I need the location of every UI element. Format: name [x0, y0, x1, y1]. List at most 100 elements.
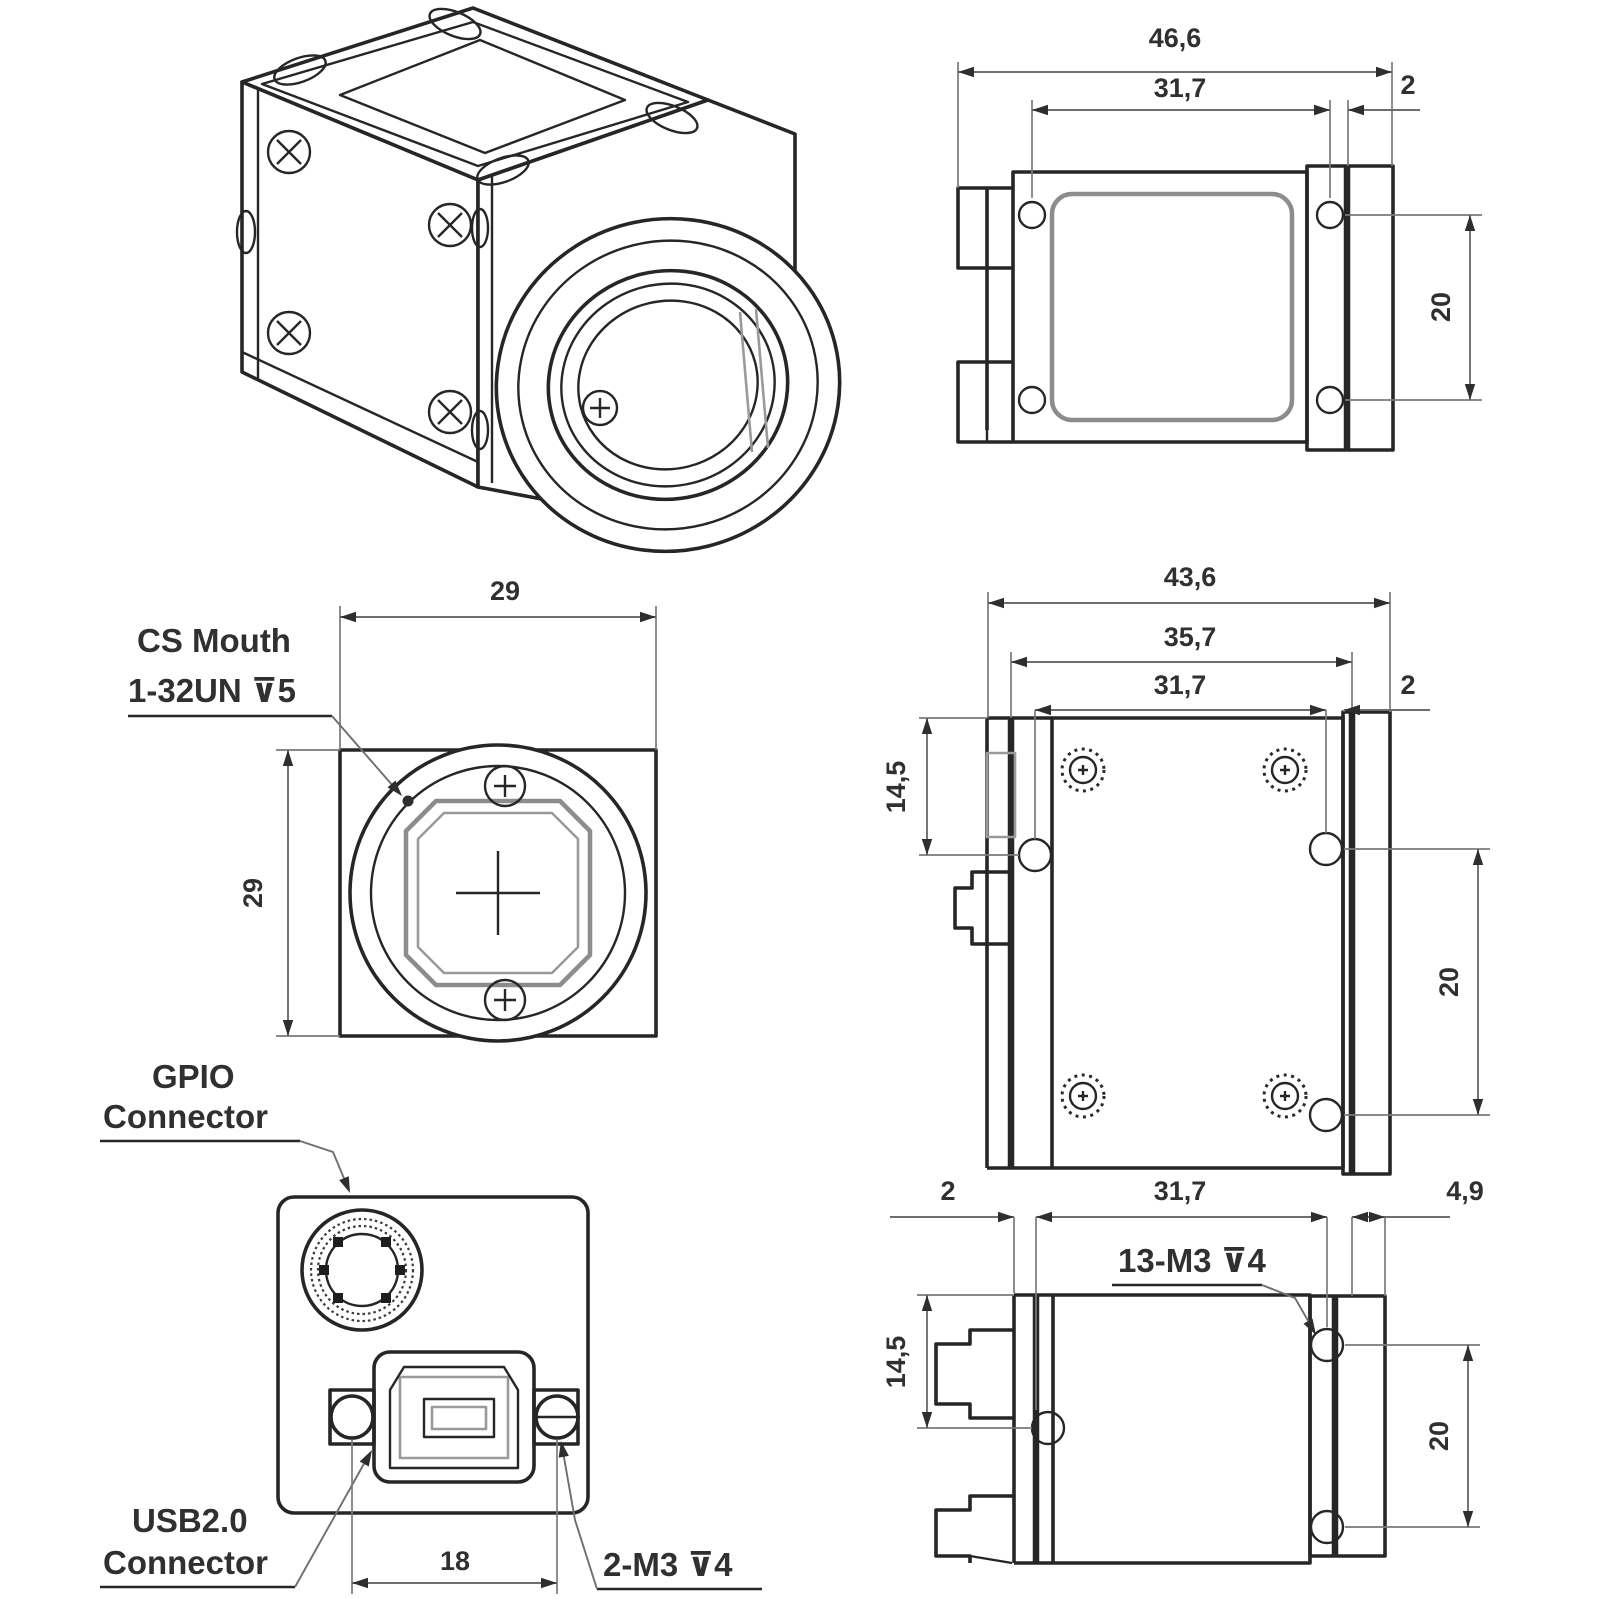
gpio-note: GPIO Connector: [100, 1058, 355, 1195]
usb-port-tongue-inner: [430, 1405, 488, 1431]
dim-label: 31,7: [1154, 670, 1207, 700]
phillips-screw: [427, 389, 473, 435]
dim-usb-screws: 18: [351, 1440, 558, 1594]
usb-label-line2: Connector: [103, 1544, 268, 1581]
dim-hole-top: 14,5: [881, 1294, 1032, 1429]
phillips-screw: [266, 310, 312, 356]
usb-port-outline: [388, 1365, 520, 1470]
dim-mid: 35,7: [1010, 622, 1353, 718]
dim-label: 14,5: [881, 1336, 911, 1389]
gpio-pin: [381, 1237, 391, 1247]
top-screw-pad: [645, 101, 699, 135]
rear-tab-upper: [956, 186, 1013, 270]
lens-opening-highlight: [738, 308, 770, 453]
mounting-hole: [1309, 1509, 1345, 1545]
top-screw-pad: [273, 54, 327, 86]
gpio-pin: [333, 1237, 343, 1247]
edge-screw: [470, 207, 490, 249]
mount-note-line2: 1-32UN ⊽5: [128, 672, 296, 709]
gpio-pin: [381, 1293, 391, 1303]
dim-hole-span: 31,7 2: [1031, 70, 1420, 198]
dim-label: 31,7: [1154, 73, 1207, 103]
mounting-hole: [1308, 1097, 1344, 1133]
top-screw-pad: [476, 154, 530, 186]
phillips-screw: [266, 129, 312, 175]
usb-port-inner-gray: [398, 1375, 510, 1460]
dim-label: 14,5: [881, 761, 911, 814]
connector-tab-upper: [934, 1328, 1014, 1420]
dim-height: 29: [238, 749, 340, 1037]
sensor-opening-inner: [416, 811, 580, 975]
lens-ring: [494, 216, 842, 554]
leader-line: [294, 1452, 371, 1588]
dim-overall-depth: 46,6: [957, 23, 1393, 188]
rear-side-view: 46,6 31,7 2 20: [956, 23, 1482, 452]
screw-note: 2-M3 ⊽4: [555, 1440, 762, 1591]
leader-line: [561, 1445, 598, 1590]
optical-center-cross: [456, 851, 540, 935]
body-outline: [276, 1195, 590, 1515]
front-flange: [1308, 1294, 1387, 1558]
gpio-pin: [333, 1293, 343, 1303]
rear-tab-lower: [956, 360, 1013, 444]
screw-note-label: 2-M3 ⊽4: [603, 1546, 733, 1583]
screw-note-label: 13-M3 ⊽4: [1118, 1242, 1267, 1279]
dim-hole-height: 20: [1345, 214, 1482, 401]
rear-view: GPIO Connector USB2.0 Connector 18 2-M3 …: [100, 1058, 762, 1594]
body-outline: [1050, 716, 1345, 1170]
dim-label: 20: [1424, 1421, 1454, 1451]
mounting-hole: [1309, 1327, 1345, 1363]
bottom-side-view: 2 31,7 4,9 13-M3 ⊽4: [881, 1176, 1484, 1565]
usb-connector: [328, 1350, 580, 1484]
mount-note-line1: CS Mouth: [137, 622, 291, 659]
dim-overall: 43,6: [987, 562, 1391, 718]
edge-screw: [470, 409, 490, 451]
screw-note: 13-M3 ⊽4: [1112, 1242, 1321, 1338]
dim-label: 2: [940, 1176, 955, 1206]
mounting-hole: [1315, 385, 1345, 415]
body-outline: [1051, 1293, 1312, 1565]
rear-bump: [985, 751, 1017, 839]
sensor-opening-outer: [403, 798, 593, 988]
mounting-hole: [1017, 385, 1047, 415]
dim-label: 46,6: [1149, 23, 1202, 53]
gpio-pin: [395, 1265, 405, 1275]
dim-label: 29: [238, 878, 268, 908]
dim-flange: 4,9: [1351, 1176, 1484, 1296]
isometric-view: [235, 6, 842, 554]
connector-tab: [953, 870, 1011, 946]
leader-line: [331, 715, 401, 795]
dim-label: 20: [1434, 967, 1464, 997]
gpio-connector: [300, 1208, 424, 1332]
usb-note: USB2.0 Connector: [100, 1447, 377, 1589]
dim-edge-offset: 2: [890, 1176, 1037, 1410]
dim-label: 20: [1426, 292, 1456, 322]
tapped-hole: [1060, 1073, 1106, 1119]
leader-line: [299, 1140, 349, 1189]
leader-dot: [402, 795, 414, 807]
ring-screw: [483, 764, 527, 808]
tab-edge-line: [969, 1554, 1013, 1565]
mounting-hole: [1017, 200, 1047, 230]
dim-label: 35,7: [1164, 622, 1217, 652]
edge-screw: [235, 209, 257, 255]
top-face-rail: [260, 20, 690, 168]
side-view: 43,6 35,7 31,7 2: [881, 562, 1490, 1176]
usb-label-line1: USB2.0: [132, 1502, 248, 1539]
front-view: 29 29 CS Mouth 1-32UN ⊽5: [128, 576, 658, 1043]
tapped-hole: [1262, 1073, 1308, 1119]
ring-screw: [483, 978, 527, 1022]
top-face-panel: [338, 38, 627, 155]
top-screw-pad: [428, 7, 482, 41]
leader-line: [1261, 1284, 1315, 1332]
gpio-label-line2: Connector: [103, 1098, 268, 1135]
dim-label: 29: [490, 576, 520, 606]
ring-screw: [581, 389, 619, 427]
dim-label: 31,7: [1154, 1176, 1207, 1206]
left-face-bottom-line: [241, 350, 479, 464]
mounting-hole: [1315, 200, 1345, 230]
dim-label: 43,6: [1164, 562, 1217, 592]
